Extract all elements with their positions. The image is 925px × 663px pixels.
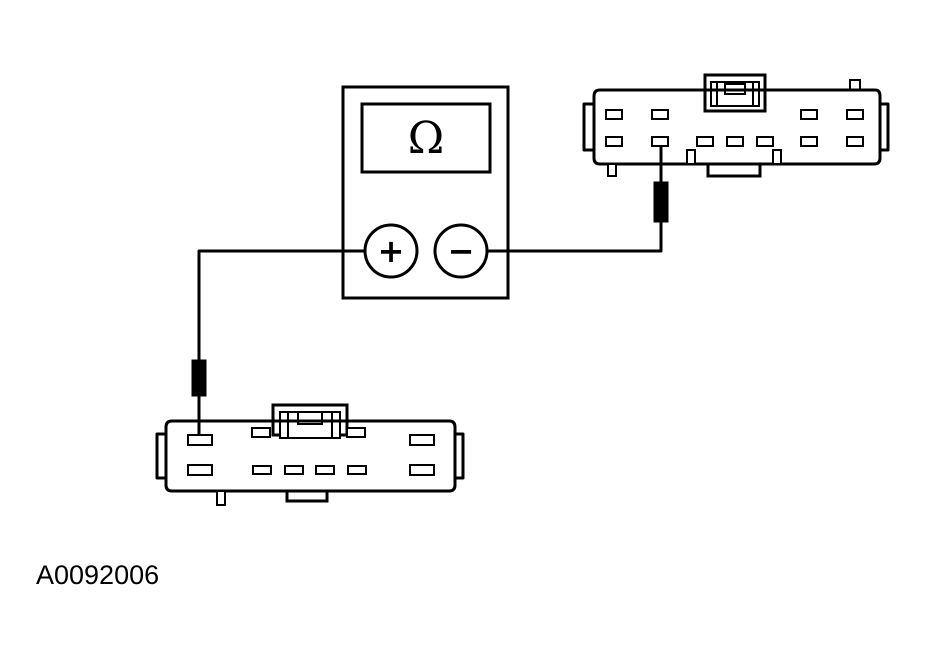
positive-terminal-label: + [378,232,405,270]
connector-upper [582,73,890,178]
positive-probe-tip [191,359,207,397]
negative-probe-tip [653,181,669,223]
negative-terminal-label: − [448,232,475,270]
ohm-symbol: Ω [408,113,444,164]
multimeter: Ω + − [341,85,510,300]
multimeter-display [360,102,492,174]
figure-id: A0092006 [36,560,160,590]
positive-test-lead [191,249,365,435]
negative-test-lead [487,145,669,253]
connector-lower [155,403,465,506]
